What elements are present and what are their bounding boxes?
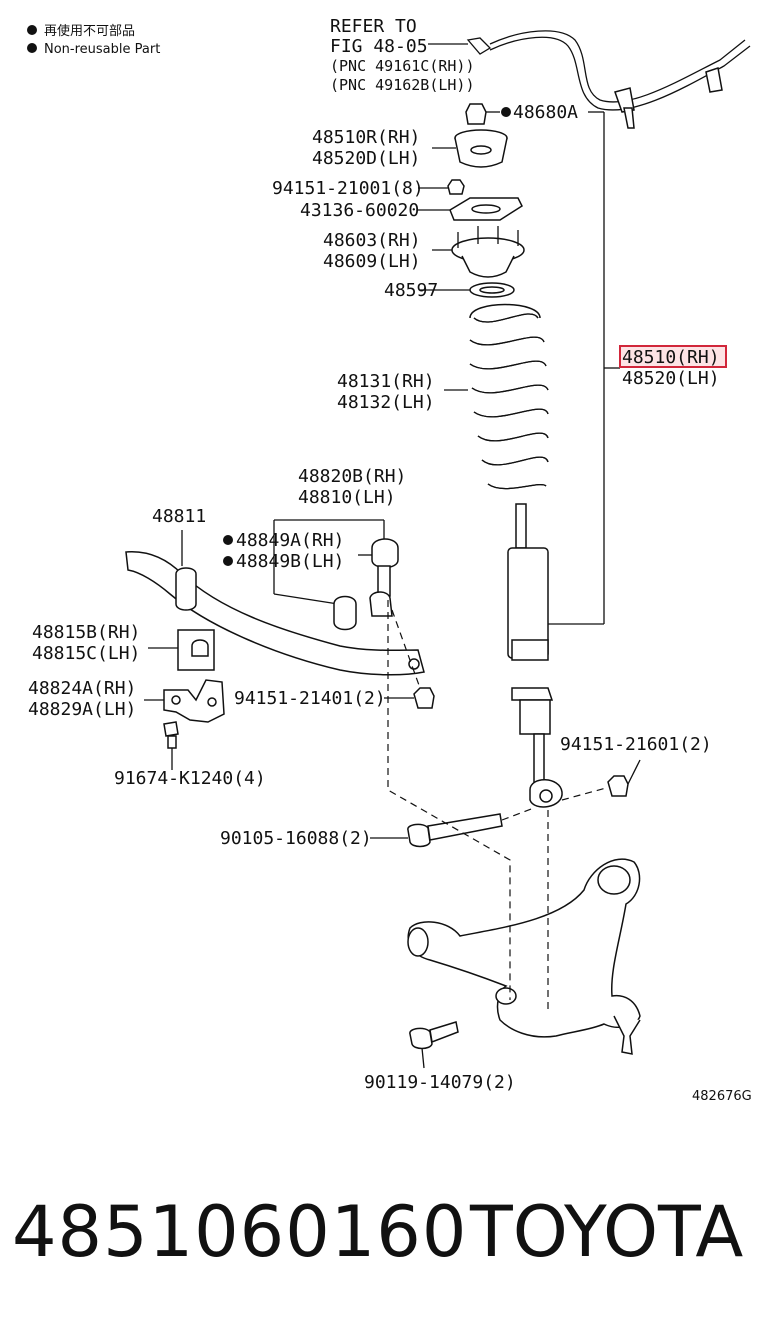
stabilizer-bracket: 48824A(RH) 48829A(LH) <box>28 678 225 723</box>
label-48603: 48603(RH) <box>323 230 421 251</box>
label-90105: 90105-16088(2) <box>220 828 372 849</box>
label-48815B: 48815B(RH) <box>32 622 140 643</box>
label-90119: 90119-14079(2) <box>364 1072 516 1093</box>
label-48609: 48609(LH) <box>323 251 421 272</box>
label-43136: 43136-60020 <box>300 200 419 221</box>
refer-line-3: (PNC 49161C(RH)) <box>330 57 475 75</box>
assembly-bracket <box>548 111 620 625</box>
illustration-code: 482676G <box>692 1089 752 1104</box>
footer-part-number: 4851060160 <box>12 1191 468 1273</box>
nut-94151-21401: 94151-21401(2) <box>234 687 435 709</box>
label-48849B: 48849B(LH) <box>236 551 344 572</box>
brake-hose-drawing <box>466 30 751 129</box>
legend-en-label: Non-reusable Part <box>44 42 160 57</box>
refer-line-4: (PNC 49162B(LH)) <box>330 76 475 94</box>
non-reusable-bullet-icon <box>27 43 37 53</box>
label-48811: 48811 <box>152 506 206 527</box>
label-48680A: 48680A <box>513 102 578 123</box>
non-reusable-bullet-icon <box>501 107 511 117</box>
label-48820B: 48820B(RH) <box>298 466 406 487</box>
footer-brand: TOYOTA <box>470 1191 744 1273</box>
legend-jp-label: 再使用不可部品 <box>44 23 135 39</box>
label-48810: 48810(LH) <box>298 487 396 508</box>
refer-line-2: FIG 48-05 <box>330 36 428 57</box>
stabilizer-bar: 48811 <box>125 506 425 676</box>
spring-seat-48597: 48597 <box>384 280 515 301</box>
label-94151-21401: 94151-21401(2) <box>234 688 386 709</box>
nut-94151-21001: 94151-21001(8) <box>272 178 465 199</box>
label-48597: 48597 <box>384 280 438 301</box>
label-48849A: 48849A(RH) <box>236 530 344 551</box>
label-48131: 48131(RH) <box>337 371 435 392</box>
refer-line-1: REFER TO <box>330 16 417 37</box>
label-48510-rh[interactable]: 48510(RH) <box>622 347 720 368</box>
strut-assembly-label[interactable]: 48510(RH) 48520(LH) <box>619 345 727 389</box>
stabilizer-bushing: 48815B(RH) 48815C(LH) <box>32 622 215 671</box>
assembly-dashed-lines <box>387 600 607 1010</box>
label-48520-lh: 48520(LH) <box>622 368 720 389</box>
footer-caption: 4851060160 TOYOTA <box>0 1190 760 1290</box>
coil-spring: 48131(RH) 48132(LH) <box>337 303 549 490</box>
label-48132: 48132(LH) <box>337 392 435 413</box>
nut-94151-21601: 94151-21601(2) <box>560 734 712 797</box>
label-48824A: 48824A(RH) <box>28 678 136 699</box>
bolt-90119: 90119-14079(2) <box>364 1021 516 1093</box>
refer-note: REFER TO FIG 48-05 (PNC 49161C(RH)) (PNC… <box>330 16 475 94</box>
upper-mount: 48603(RH) 48609(LH) <box>323 226 525 278</box>
label-48815C: 48815C(LH) <box>32 643 140 664</box>
shock-absorber <box>507 503 563 808</box>
label-91674: 91674-K1240(4) <box>114 768 266 789</box>
plate-43136: 43136-60020 <box>300 197 523 221</box>
legend: 再使用不可部品 Non-reusable Part <box>27 23 160 57</box>
label-48510R: 48510R(RH) <box>312 127 420 148</box>
bolt-90105: 90105-16088(2) <box>220 813 503 849</box>
bushing-labels: 48849A(RH) 48849B(LH) <box>223 530 372 572</box>
non-reusable-bullet-icon <box>223 556 233 566</box>
lower-control-arm <box>407 858 641 1055</box>
non-reusable-bullet-icon <box>223 535 233 545</box>
top-nut-48680A: 48680A <box>465 102 578 125</box>
non-reusable-bullet-icon <box>27 25 37 35</box>
highlight-box <box>619 345 727 368</box>
label-48829A: 48829A(LH) <box>28 699 136 720</box>
parts-diagram: 再使用不可部品 Non-reusable Part REFER TO FIG 4… <box>27 16 752 1104</box>
upper-support-cushion: 48510R(RH) 48520D(LH) <box>312 127 508 169</box>
bolt-91674: 91674-K1240(4) <box>114 721 266 789</box>
label-48520D: 48520D(LH) <box>312 148 420 169</box>
label-94151-21601: 94151-21601(2) <box>560 734 712 755</box>
stabilizer-link: 48820B(RH) 48810(LH) <box>273 466 406 631</box>
label-94151-21001: 94151-21001(8) <box>272 178 424 199</box>
